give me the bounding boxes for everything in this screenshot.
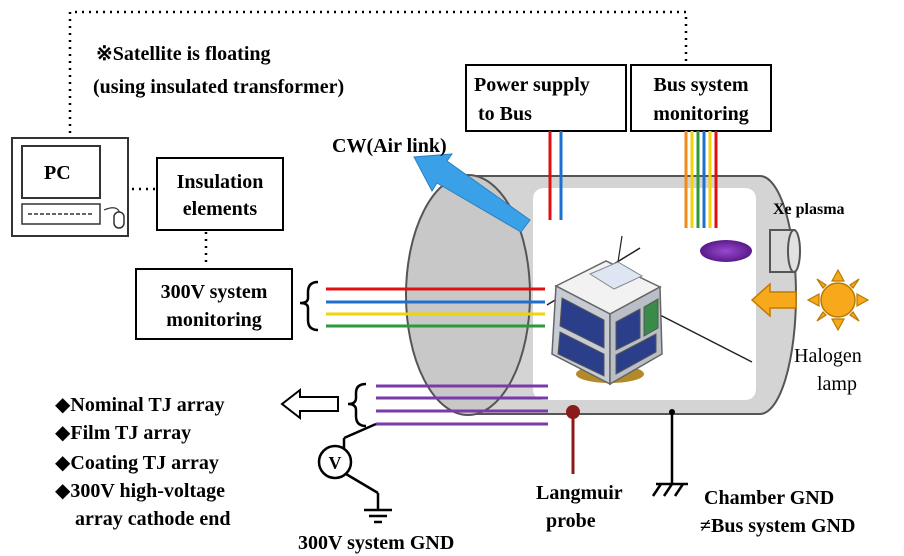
power-supply-wires: [548, 131, 563, 220]
langmuir-probe: [566, 405, 580, 474]
insulation-label-1: Insulation: [177, 171, 264, 193]
floating-note-sub: (using insulated transformer): [93, 76, 344, 98]
chamber-front-opening: [405, 174, 531, 416]
chamber-ground-icon: [651, 482, 688, 497]
system-ground-icon: [364, 508, 392, 524]
tj-item-film: ◆Film TJ array: [55, 422, 191, 444]
tj-item-high-voltage: ◆300V high-voltage: [55, 480, 225, 502]
cw-air-link-label: CW(Air link): [332, 135, 447, 157]
power-supply-box: Power supply to Bus: [465, 64, 627, 132]
monitoring-300v-box: 300V system monitoring: [135, 268, 293, 340]
tj-bracket: [347, 382, 367, 428]
monitoring-300v-label-1: 300V system: [161, 281, 268, 303]
sun-icon: [806, 268, 870, 332]
langmuir-label-1: Langmuir: [536, 482, 623, 504]
satellite-cubesat: [546, 235, 753, 386]
power-supply-label-1: Power supply: [474, 74, 590, 96]
halogen-light-arrow: [750, 282, 797, 318]
pc-to-bus-dotted-line: [68, 10, 688, 140]
system-gnd-label: 300V system GND: [298, 532, 454, 554]
monitoring-300v-label-2: monitoring: [166, 309, 262, 331]
mouse-icon: [113, 211, 125, 229]
tj-output-arrow: [280, 387, 339, 421]
tj-item-nominal: ◆Nominal TJ array: [55, 394, 224, 416]
pc-computer: PC: [11, 137, 129, 237]
bus-monitoring-label-1: Bus system: [653, 74, 748, 96]
langmuir-label-2: probe: [546, 510, 596, 532]
chamber-ground: [651, 409, 688, 497]
pc-label: PC: [44, 162, 71, 184]
tj-item-coating: ◆Coating TJ array: [55, 452, 219, 474]
monitoring-wires: [326, 287, 545, 328]
xe-plasma-cloud: [700, 240, 752, 262]
tj-array-wires: [376, 384, 548, 426]
voltmeter-circuit: V: [317, 422, 392, 524]
insulation-label-2: elements: [183, 198, 258, 220]
xe-plasma-label: Xe plasma: [773, 201, 845, 218]
chamber-gnd-label-2: ≠Bus system GND: [700, 515, 855, 537]
voltmeter-label: V: [329, 453, 342, 473]
monitoring-bracket: [299, 280, 319, 332]
bus-monitoring-box: Bus system monitoring: [630, 64, 772, 132]
chamber-gnd-label-1: Chamber GND: [704, 487, 834, 509]
halogen-label-1: Halogen: [794, 345, 862, 367]
power-supply-label-2: to Bus: [478, 103, 532, 125]
floating-note: ※Satellite is floating: [96, 43, 271, 65]
cw-air-link-arrow: [413, 153, 531, 233]
voltmeter-icon: [317, 444, 353, 480]
bus-monitoring-label-2: monitoring: [653, 103, 749, 125]
halogen-label-2: lamp: [817, 373, 857, 395]
insulation-elements-box: Insulation elements: [156, 157, 284, 231]
bus-monitoring-wires: [684, 131, 718, 228]
tj-item-cathode-end: array cathode end: [75, 508, 231, 530]
